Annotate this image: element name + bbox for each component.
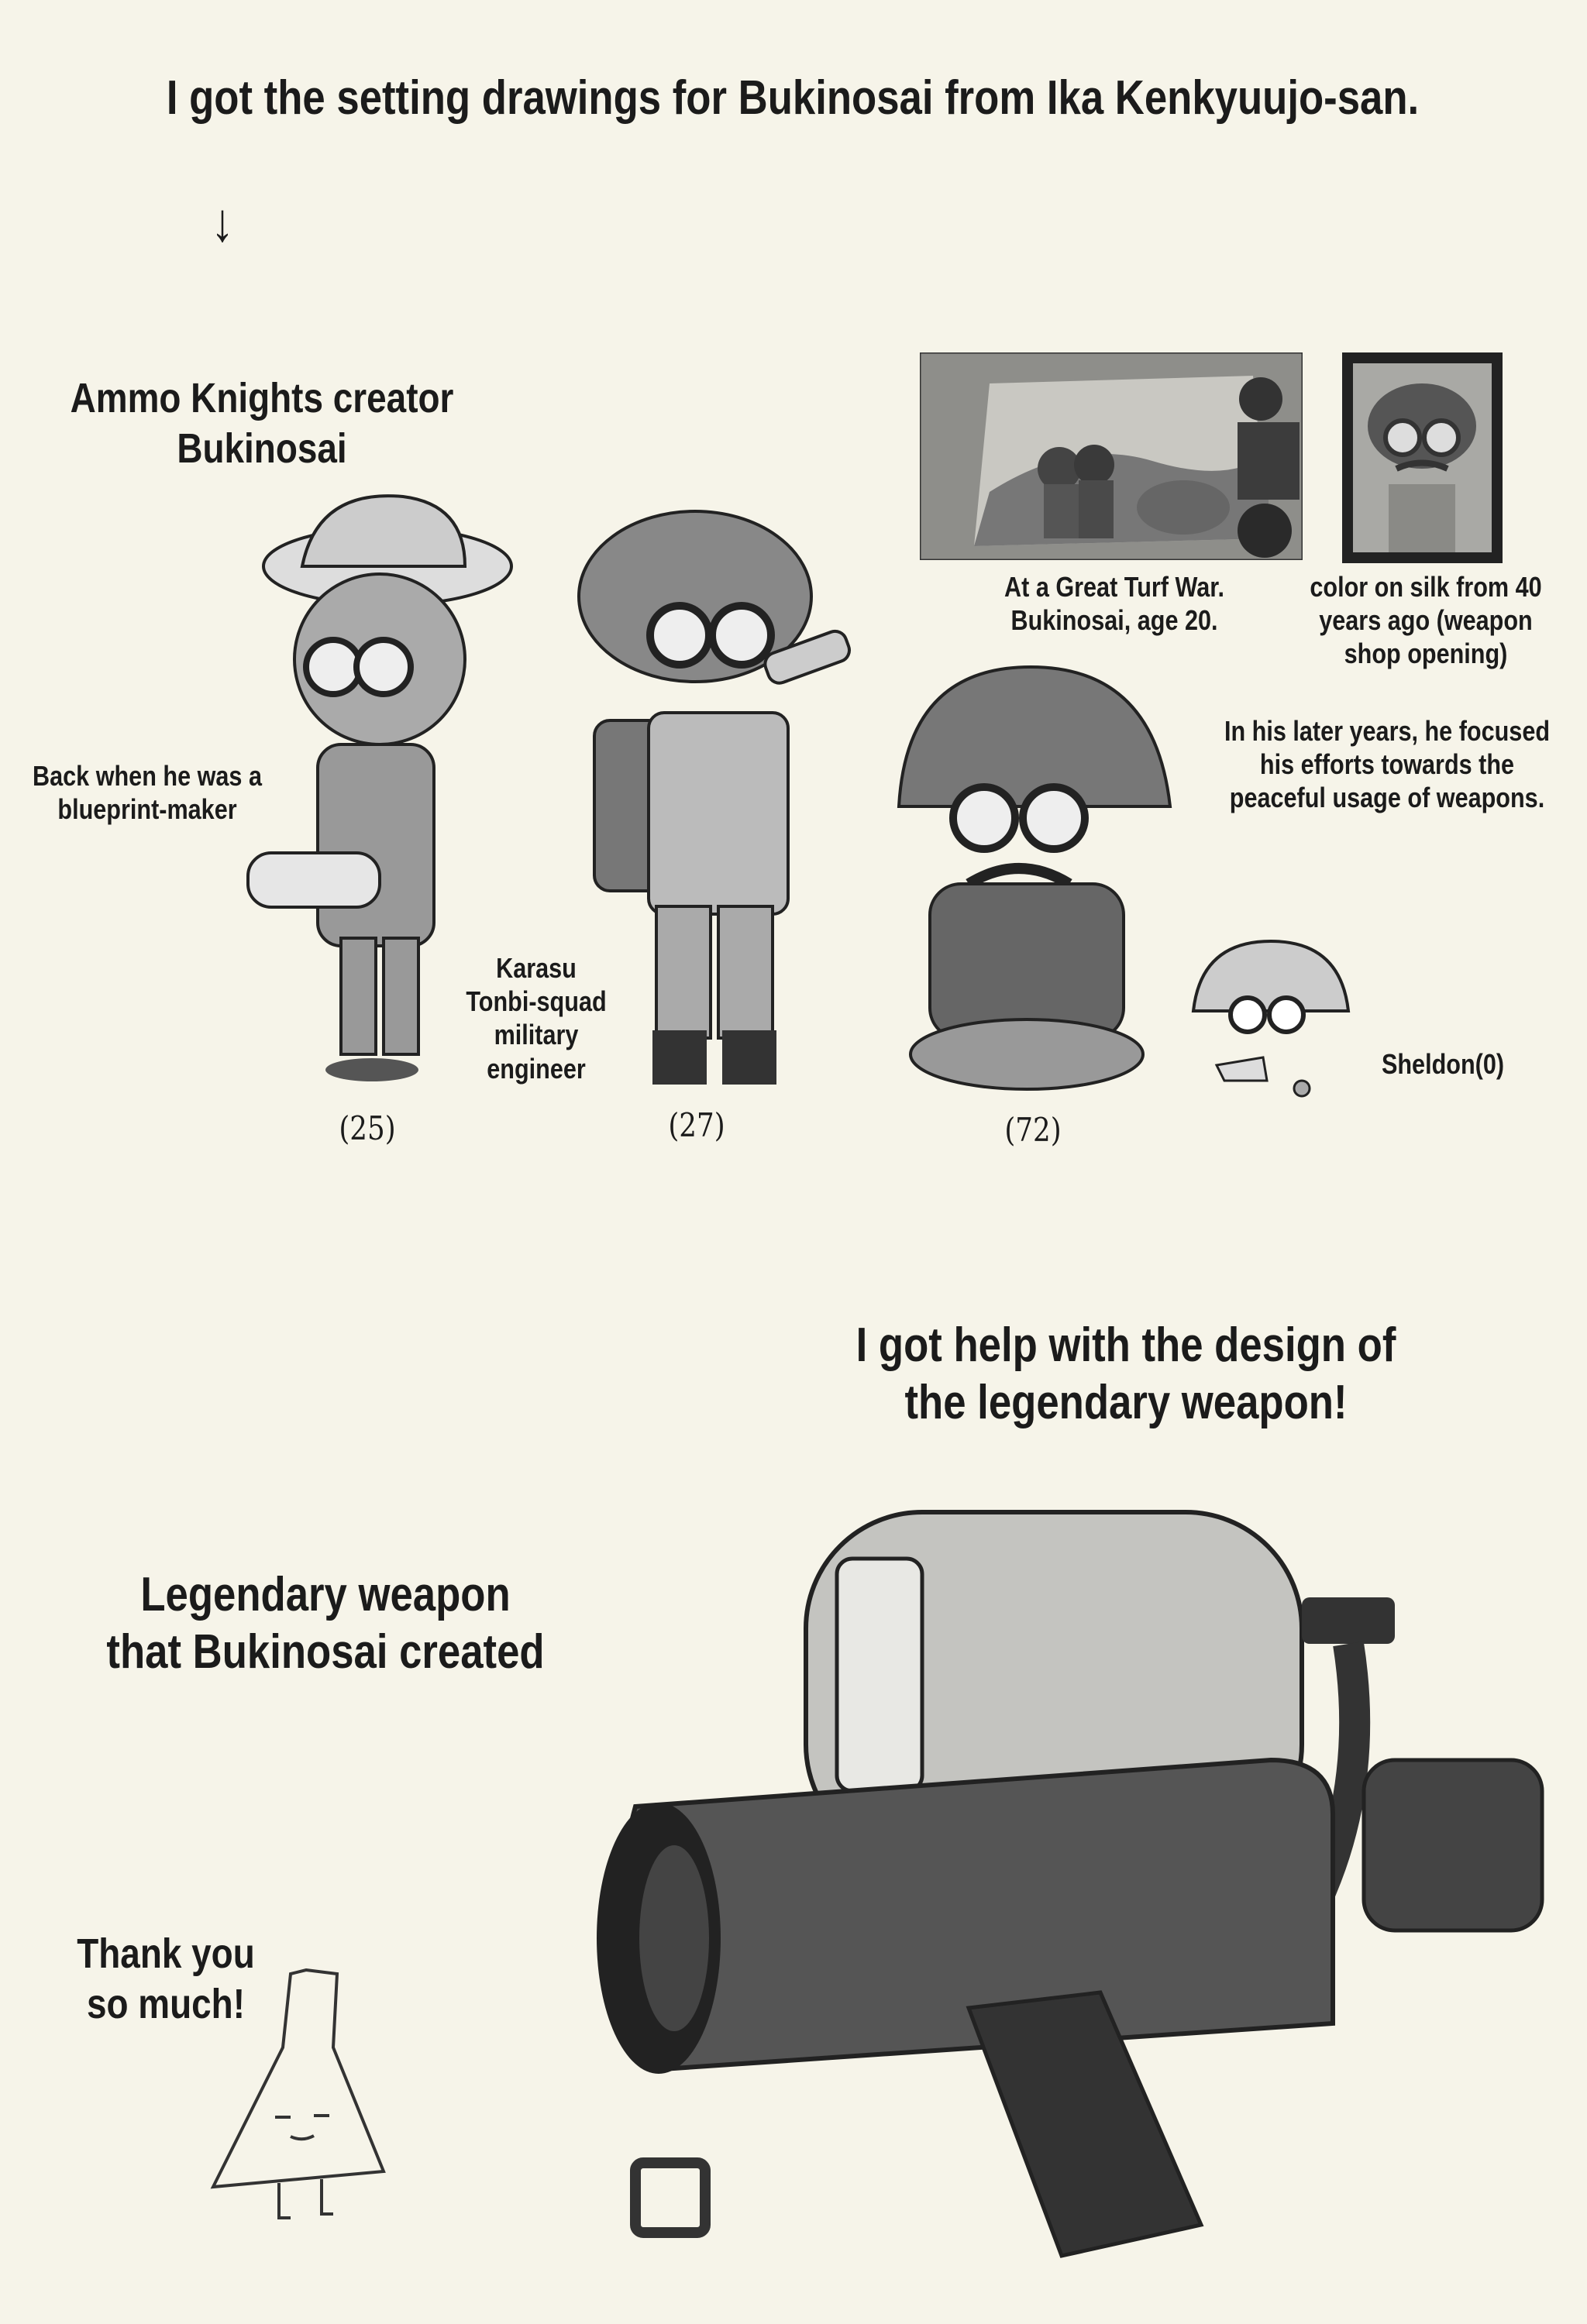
age-label-27: (27) [668,1106,725,1144]
sheldon-drawing [1186,926,1356,1112]
down-arrow-icon: ↓ [211,192,234,253]
weapon-headline: I got help with the design of the legend… [855,1318,1396,1430]
age-label-25: (25) [339,1109,396,1147]
weapon-label: Legendary weapon that Bukinosai created [106,1568,545,1679]
military-note: Karasu Tonbi-squad military engineer [466,952,607,1085]
bukinosai-age-72-drawing [883,651,1174,1096]
silk-portrait [1342,352,1503,563]
bukinosai-age-25-drawing [232,481,527,1088]
later-years-note: In his later years, he focused his effor… [1224,715,1551,814]
age-label-72: (72) [1004,1111,1062,1149]
blueprint-note: Back when he was a blueprint-maker [33,760,262,826]
character-heading: Ammo Knights creator Bukinosai [70,375,454,472]
sheldon-label: Sheldon(0) [1381,1048,1505,1080]
bukinosai-age-27-drawing [563,504,873,1088]
portrait-caption: color on silk from 40 years ago (weapon … [1310,571,1542,670]
page-title: I got the setting drawings for Bukinosai… [166,71,1420,125]
photo-caption: At a Great Turf War. Bukinosai, age 20. [1004,571,1224,637]
legendary-weapon-drawing [589,1481,1552,2281]
flask-character-doodle [205,1962,387,2222]
photo-great-turf-war [920,352,1303,560]
thanks-note: Thank you so much! [77,1930,255,2027]
